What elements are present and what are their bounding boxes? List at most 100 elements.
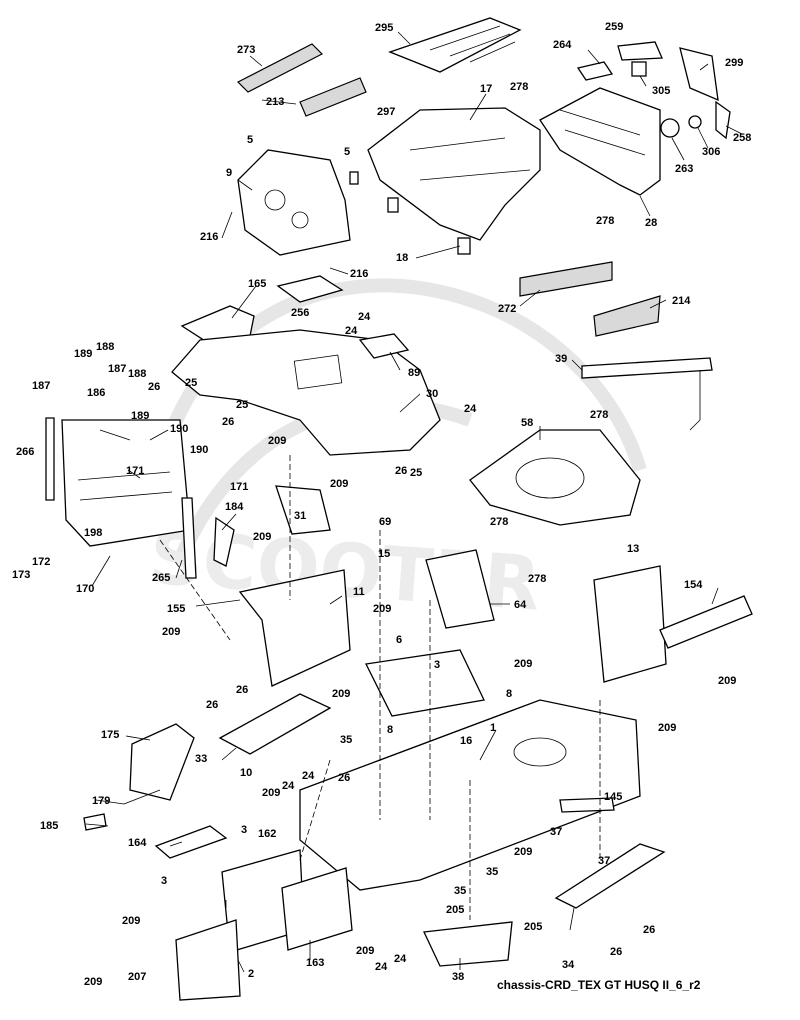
label-214: 214: [672, 295, 691, 307]
part-170-shape: [61, 419, 191, 547]
label-265: 265: [152, 572, 170, 584]
label-28: 28: [645, 217, 657, 229]
label-198: 198: [84, 527, 102, 539]
label-26-a: 26: [148, 381, 160, 393]
parts: [45, 17, 753, 1001]
part-18-shape: [457, 237, 471, 255]
part-64-shape: [425, 549, 495, 629]
label-154: 154: [684, 579, 703, 591]
label-24-a: 24: [358, 311, 371, 323]
label-26-h: 26: [610, 946, 622, 958]
label-278-d: 278: [490, 516, 508, 528]
label-89: 89: [408, 367, 420, 379]
label-25-b: 25: [236, 399, 248, 411]
label-216-b: 216: [350, 268, 368, 280]
label-216-a: 216: [200, 231, 218, 243]
part-17-hood-shape: [367, 107, 541, 241]
label-173: 173: [12, 569, 30, 581]
label-209-i: 209: [658, 722, 676, 734]
label-25-c: 25: [410, 467, 422, 479]
label-171-a: 171: [126, 465, 144, 477]
label-190-b: 190: [190, 444, 208, 456]
part-263-shape: [660, 118, 680, 138]
part-38-shape: [423, 921, 513, 967]
label-164: 164: [128, 837, 147, 849]
part-58-shape: [469, 429, 641, 526]
part-30-fender-shape: [171, 329, 441, 456]
label-209-h: 209: [332, 688, 350, 700]
part-184-shape: [213, 516, 235, 567]
part-214-shape: [593, 295, 661, 337]
label-205-a: 205: [446, 904, 464, 916]
label-209-c: 209: [253, 531, 271, 543]
label-295: 295: [375, 22, 393, 34]
label-185: 185: [40, 820, 58, 832]
label-171-b: 171: [230, 481, 248, 493]
part-264-shape: [576, 61, 614, 81]
label-305: 305: [652, 85, 670, 97]
label-299: 299: [725, 57, 743, 69]
label-188-b: 188: [128, 368, 146, 380]
part-266-shape: [45, 417, 55, 501]
label-209-d: 209: [373, 603, 391, 615]
label-5-b: 5: [344, 146, 350, 158]
label-209-a: 209: [268, 435, 286, 447]
label-26-g: 26: [643, 924, 655, 936]
label-188-a: 188: [96, 341, 114, 353]
label-26-f: 26: [338, 772, 350, 784]
part-13-shape: [593, 565, 667, 683]
label-64: 64: [514, 599, 527, 611]
label-24-e: 24: [282, 780, 295, 792]
label-266: 266: [16, 446, 34, 458]
label-263: 263: [675, 163, 693, 175]
label-11: 11: [353, 586, 365, 598]
label-17: 17: [480, 83, 492, 95]
part-154-shape: [659, 595, 753, 649]
part-299-shape: [679, 47, 719, 102]
label-8-a: 8: [506, 688, 512, 700]
part-34-shape: [554, 843, 666, 909]
label-24-d: 24: [302, 770, 315, 782]
label-1: 1: [490, 722, 496, 734]
part-2-shape: [175, 919, 241, 1001]
label-259: 259: [605, 21, 623, 33]
label-2: 2: [248, 968, 254, 980]
label-209-b: 209: [330, 478, 348, 490]
part-28-shape: [539, 87, 661, 196]
part-33-shape: [218, 693, 332, 755]
label-26-e: 26: [206, 699, 218, 711]
label-8-b: 8: [387, 724, 393, 736]
label-24-b: 24: [345, 325, 358, 337]
label-26-b: 26: [222, 416, 234, 428]
label-209-k: 209: [514, 846, 532, 858]
label-179: 179: [92, 795, 110, 807]
part-256-shape: [276, 275, 344, 303]
label-272: 272: [498, 303, 516, 315]
label-163: 163: [306, 957, 324, 969]
label-35-a: 35: [340, 734, 352, 746]
part-39-shape: [581, 357, 713, 379]
label-3-b: 3: [241, 824, 247, 836]
part-11-shape: [238, 569, 351, 687]
label-190-a: 190: [170, 423, 188, 435]
label-189-b: 189: [131, 410, 149, 422]
label-37-a: 37: [550, 826, 562, 838]
label-16: 16: [460, 735, 472, 747]
label-10: 10: [240, 767, 252, 779]
label-24-f: 24: [375, 961, 388, 973]
label-184: 184: [225, 501, 244, 513]
label-155: 155: [167, 603, 185, 615]
label-209-g: 209: [718, 675, 736, 687]
part-89-shape: [358, 333, 410, 359]
part-163-shape: [281, 867, 353, 951]
leader-lines: [85, 31, 743, 973]
label-33: 33: [195, 753, 207, 765]
label-306: 306: [702, 146, 720, 158]
label-26-c: 26: [395, 465, 407, 477]
label-15: 15: [378, 548, 390, 560]
label-13: 13: [627, 543, 639, 555]
label-30: 30: [426, 388, 438, 400]
part-265-shape: [181, 497, 197, 579]
label-18: 18: [396, 252, 408, 264]
